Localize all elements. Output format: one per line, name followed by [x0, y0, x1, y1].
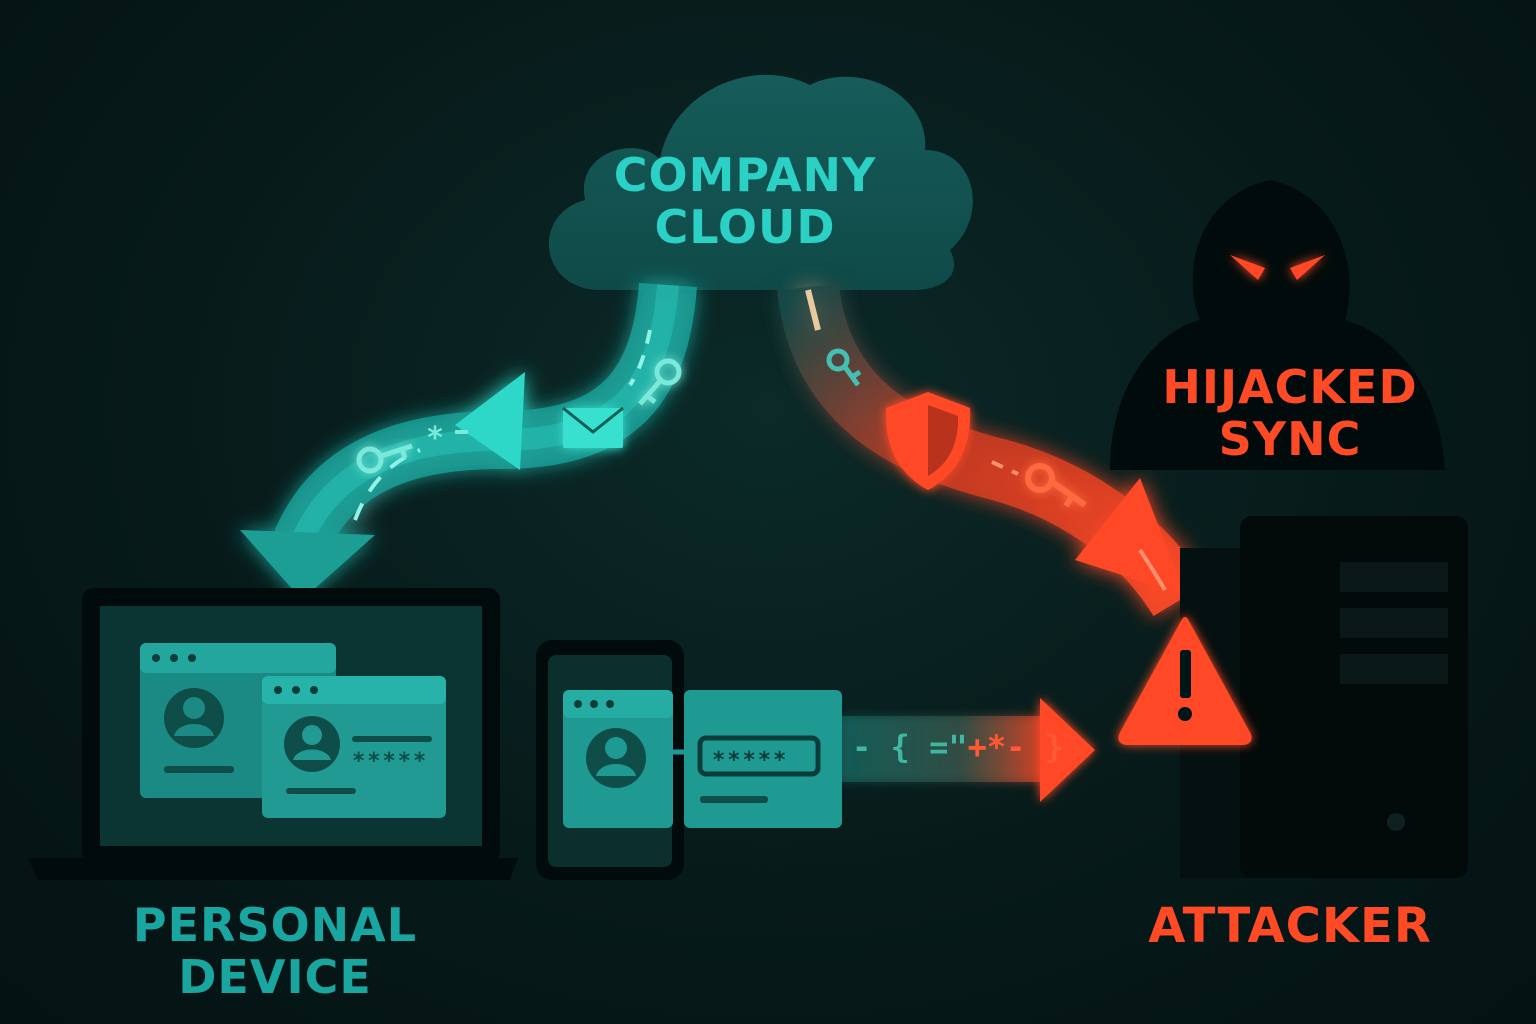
hijacked-sync-label: HIJACKED SYNC	[1120, 360, 1460, 466]
hijacked-line2: SYNC	[1218, 411, 1362, 466]
company-cloud-label: COMPANY CLOUD	[560, 148, 930, 254]
personal-device-label: PERSONAL DEVICE	[100, 898, 450, 1004]
warning-icon	[1118, 617, 1252, 745]
personal-line2: DEVICE	[178, 949, 372, 1004]
key-icon	[638, 358, 682, 406]
personal-line1: PERSONAL	[132, 898, 418, 952]
hijacked-line1: HIJACKED	[1162, 360, 1418, 414]
hooded-figure-icon	[1110, 180, 1445, 470]
password-mask: *****	[712, 748, 788, 773]
data-stream-glyphs: - { ="+*- }	[852, 728, 1064, 766]
key-icon	[826, 348, 862, 387]
stream-glyphs-hot: +*- }	[967, 728, 1064, 766]
sync-arrow-to-device	[240, 282, 697, 600]
attacker-text: ATTACKER	[1148, 898, 1432, 954]
key-icon	[356, 443, 413, 474]
profile-window-icon	[262, 676, 446, 818]
profile-window-icon	[563, 690, 684, 828]
password-mask: *****	[352, 749, 428, 774]
company-cloud-line1: COMPANY	[613, 148, 877, 202]
svg-text:*: *	[426, 421, 444, 456]
password-field-icon	[684, 690, 842, 828]
attacker-label: ATTACKER	[1130, 898, 1450, 954]
exfiltration-arrow	[840, 698, 1095, 802]
envelope-icon	[562, 406, 624, 448]
shield-icon	[885, 392, 971, 490]
company-cloud-line2: CLOUD	[654, 199, 836, 254]
asterisk-glyph: *	[426, 421, 468, 456]
cloud-icon	[548, 74, 973, 291]
stream-glyphs-cool: - { ="	[852, 728, 968, 766]
key-icon	[1025, 463, 1087, 508]
